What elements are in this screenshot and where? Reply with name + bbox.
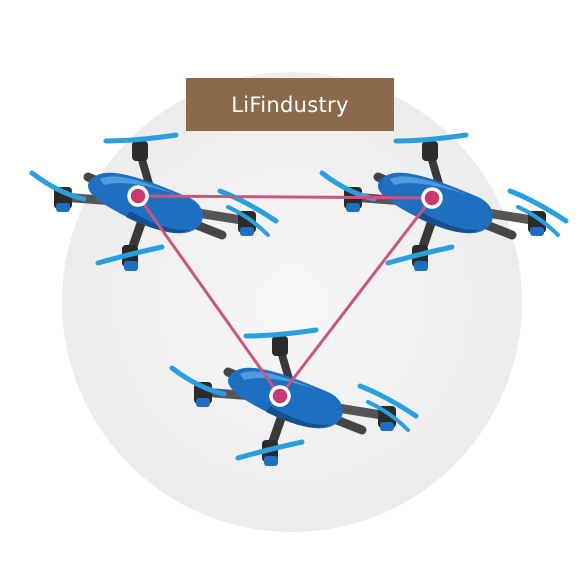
link-right [278, 197, 434, 397]
formation-nodes [127, 185, 443, 407]
node-bottom [269, 385, 291, 407]
node-top-left [127, 185, 149, 207]
formation-links [136, 194, 434, 397]
link-left [136, 195, 282, 397]
brand-label: LiFindustry [231, 92, 349, 117]
node-top-right [421, 187, 443, 209]
link-top [137, 194, 433, 200]
brand-label-box: LiFindustry [186, 78, 394, 131]
